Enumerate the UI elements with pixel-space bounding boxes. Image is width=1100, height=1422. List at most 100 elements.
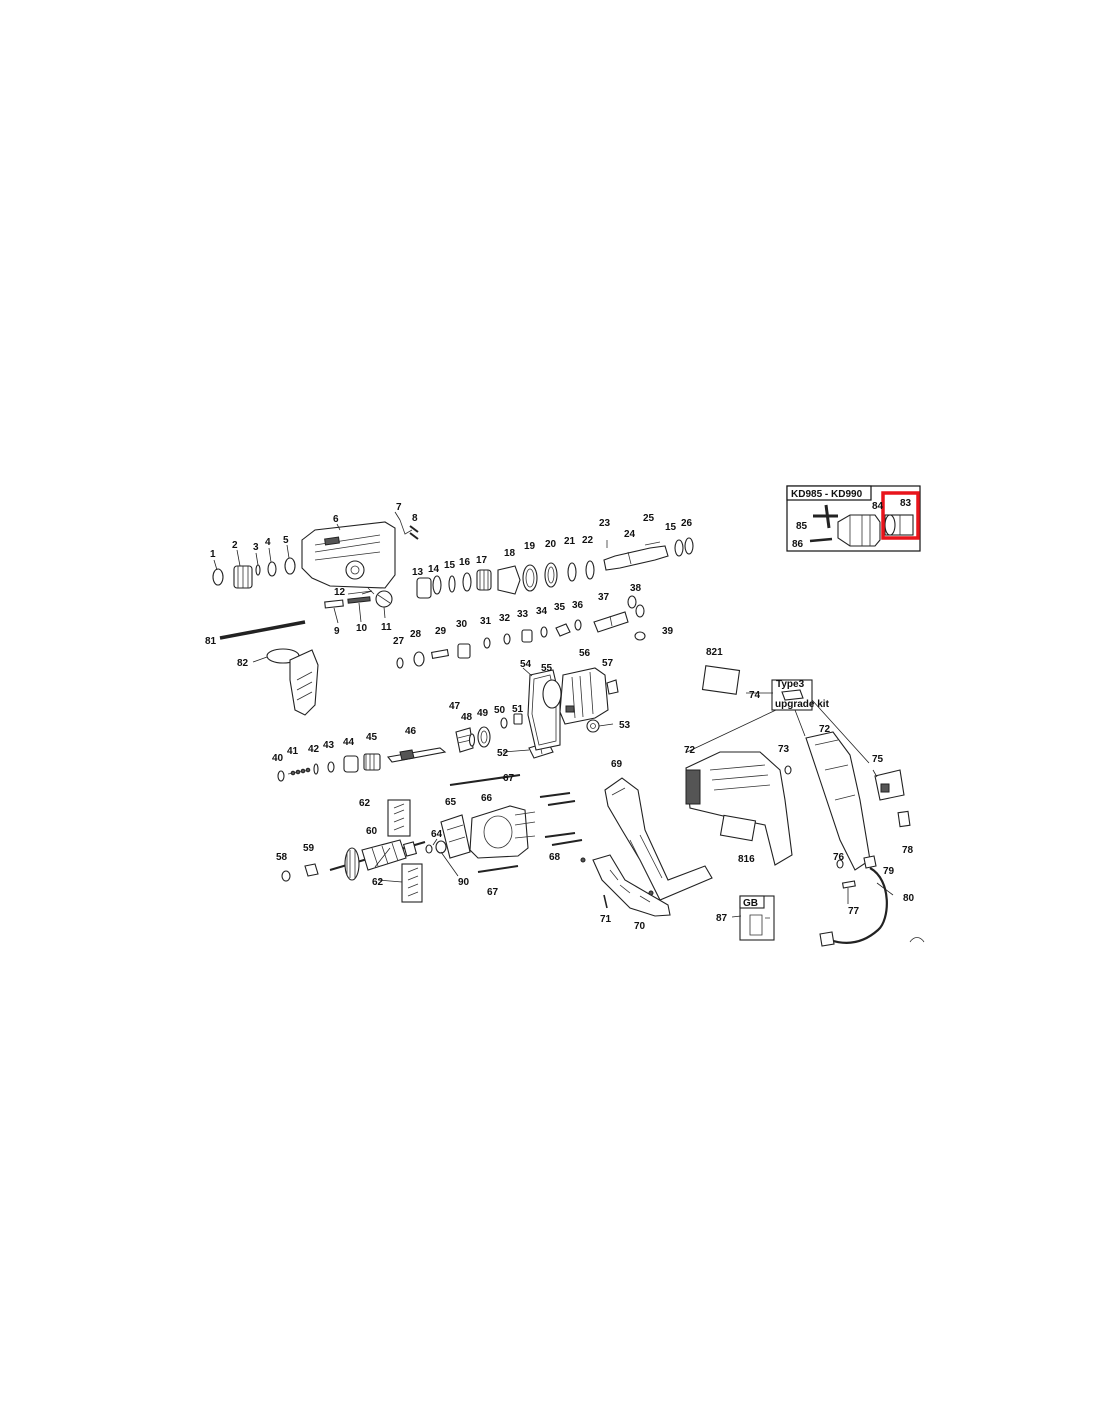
- label-7: 7: [396, 502, 402, 513]
- label-22: 22: [582, 535, 594, 546]
- label-82: 82: [237, 658, 249, 669]
- inset-label-84: 84: [872, 501, 884, 512]
- drill-chuck-icon: [837, 514, 881, 547]
- label-55: 55: [541, 663, 553, 674]
- label-67a: 67: [503, 773, 515, 784]
- label-90: 90: [458, 877, 470, 888]
- label-40: 40: [272, 753, 284, 764]
- part-labels: 1 2 3 4 5 6 7 8 9 10 11 12 13 14 15 16 1…: [205, 502, 915, 932]
- label-68: 68: [549, 852, 561, 863]
- label-43: 43: [323, 740, 335, 751]
- leader-lines: [213, 511, 894, 918]
- ring-1-icon: [212, 568, 224, 586]
- label-20: 20: [545, 539, 557, 550]
- label-15b: 15: [665, 522, 677, 533]
- label-35: 35: [554, 602, 566, 613]
- handle-70-icon: [592, 854, 671, 917]
- label-62a: 62: [359, 798, 371, 809]
- label-36: 36: [572, 600, 584, 611]
- brush-holders-41-icon: [287, 767, 311, 776]
- label-16: 16: [459, 557, 471, 568]
- label-54: 54: [520, 659, 532, 670]
- label-13: 13: [412, 567, 424, 578]
- label-9: 9: [334, 626, 340, 637]
- label-41: 41: [287, 746, 299, 757]
- label-27: 27: [393, 636, 405, 647]
- label-64: 64: [431, 829, 443, 840]
- label-26: 26: [681, 518, 693, 529]
- label-821: 821: [706, 647, 723, 658]
- label-76: 76: [833, 852, 845, 863]
- label-5: 5: [283, 535, 289, 546]
- label-70: 70: [634, 921, 646, 932]
- label-77: 77: [848, 906, 860, 917]
- label-72b: 72: [819, 724, 831, 735]
- label-23: 23: [599, 518, 611, 529]
- label-32: 32: [499, 613, 511, 624]
- highlight-frame: [881, 491, 920, 540]
- label-11: 11: [381, 622, 392, 633]
- label-58: 58: [276, 852, 288, 863]
- depth-rod-81-icon: [219, 620, 306, 640]
- label-72a: 72: [684, 745, 696, 756]
- label-69: 69: [611, 759, 623, 770]
- handle-69-icon: [604, 777, 713, 901]
- label-42: 42: [308, 744, 320, 755]
- brush-box-62b-icon: [401, 863, 423, 903]
- label-15a: 15: [444, 560, 456, 571]
- label-44: 44: [343, 737, 355, 748]
- label-45: 45: [366, 732, 378, 743]
- inset-label-86: 86: [792, 539, 804, 550]
- brush-box-62a-icon: [387, 799, 411, 837]
- label-52: 52: [497, 748, 509, 759]
- kit-box-line1: Type3: [776, 679, 805, 690]
- gb-label: GB: [743, 898, 758, 909]
- label-37: 37: [598, 592, 610, 603]
- label-17: 17: [476, 555, 488, 566]
- label-816: 816: [738, 854, 755, 865]
- label-4: 4: [265, 537, 271, 548]
- label-34: 34: [536, 606, 548, 617]
- label-10: 10: [356, 623, 368, 634]
- label-47: 47: [449, 701, 461, 712]
- rear-housing-group: Type3 upgrade kit G: [580, 665, 925, 947]
- label-87: 87: [716, 913, 728, 924]
- label-18: 18: [504, 548, 516, 559]
- label-28: 28: [410, 629, 422, 640]
- label-48: 48: [461, 712, 473, 723]
- label-81: 81: [205, 636, 217, 647]
- label-14: 14: [428, 564, 440, 575]
- gear-housing-group: [277, 667, 619, 782]
- front-housing-6-icon: [301, 521, 396, 589]
- label-24: 24: [624, 529, 636, 540]
- label-62b: 62: [372, 877, 384, 888]
- drill-body-72-icon: [685, 751, 793, 866]
- label-39: 39: [662, 626, 674, 637]
- label-38: 38: [630, 583, 642, 594]
- label-75: 75: [872, 754, 884, 765]
- label-73: 73: [778, 744, 790, 755]
- label-12: 12: [334, 587, 346, 598]
- label-51: 51: [512, 704, 524, 715]
- label-1: 1: [210, 549, 216, 560]
- label-2: 2: [232, 540, 238, 551]
- inset-title: KD985 - KD990: [791, 489, 863, 500]
- label-57: 57: [602, 658, 614, 669]
- label-49: 49: [477, 708, 489, 719]
- label-71: 71: [600, 914, 612, 925]
- inset-box: KD985 - KD990 83 84 85 86: [786, 485, 921, 552]
- power-cord-80-icon: [829, 867, 888, 944]
- chuck-adapter-icon: [884, 514, 914, 536]
- side-handle-82-icon: [266, 648, 319, 716]
- inset-label-83: 83: [900, 498, 912, 509]
- drill-body-72b-icon: [805, 731, 871, 871]
- label-80: 80: [903, 893, 915, 904]
- label-67b: 67: [487, 887, 499, 898]
- label-56: 56: [579, 648, 591, 659]
- label-19: 19: [524, 541, 536, 552]
- label-60: 60: [366, 826, 378, 837]
- label-21: 21: [564, 536, 576, 547]
- label-66: 66: [481, 793, 493, 804]
- label-30: 30: [456, 619, 468, 630]
